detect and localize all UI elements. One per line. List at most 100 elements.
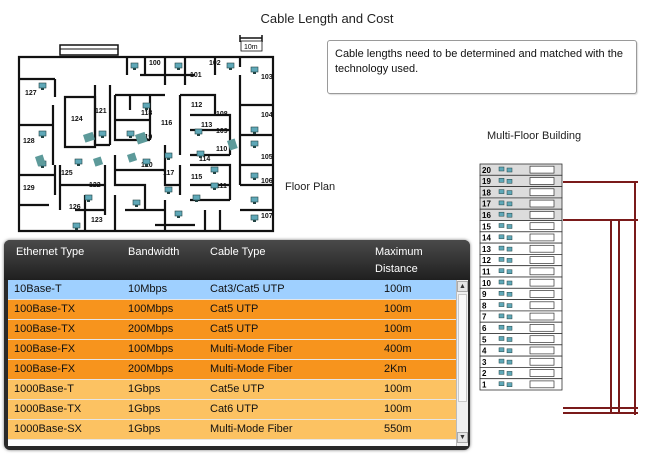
computer-icon <box>498 234 505 240</box>
room-label: 124 <box>71 116 83 123</box>
computer-icon <box>506 201 513 207</box>
cell-type: 10Base-T <box>14 283 62 295</box>
floor-number: 18 <box>482 188 491 197</box>
floor-number: 7 <box>482 313 487 322</box>
floor-row: 20 <box>479 163 563 176</box>
floor-row: 14 <box>479 231 563 244</box>
computer-icon <box>250 214 259 222</box>
computer-icon <box>84 194 93 202</box>
scroll-down-button[interactable]: ▼ <box>457 432 468 443</box>
room-label: 127 <box>25 90 37 97</box>
room-label: 123 <box>91 217 103 224</box>
cell-distance: 100m <box>384 303 412 315</box>
computer-icon <box>506 371 513 376</box>
cell-distance: 100m <box>384 323 412 335</box>
cell-distance: 100m <box>384 283 412 295</box>
page-title: Cable Length and Cost <box>260 11 394 26</box>
floor-row: 11 <box>479 265 563 278</box>
room-label: 102 <box>209 60 221 67</box>
cell-distance: 100m <box>384 403 412 415</box>
info-text: Cable lengths need to be determined and … <box>335 48 624 75</box>
floor-row: 13 <box>479 242 563 255</box>
scale-bar: 10m <box>239 35 263 52</box>
floor-number: 12 <box>482 256 491 265</box>
cell-type: 1000Base-T <box>14 383 74 395</box>
cell-cable: Cat5 UTP <box>210 303 259 315</box>
computer-icon <box>164 186 173 194</box>
computer-icon <box>506 280 513 286</box>
cell-distance: 400m <box>384 343 412 355</box>
floor-row: 5 <box>479 333 563 346</box>
computer-icon <box>142 102 151 110</box>
computer-icon <box>498 166 505 172</box>
floor-number: 19 <box>482 177 491 186</box>
computer-icon <box>74 158 83 166</box>
floor-number: 15 <box>482 222 491 231</box>
floor-number: 2 <box>482 369 487 378</box>
printer-icon <box>92 156 104 167</box>
scroll-up-button[interactable]: ▲ <box>457 281 468 292</box>
cell-type: 1000Base-SX <box>14 423 82 435</box>
computer-icon <box>164 152 173 160</box>
header-bandwidth: Bandwidth <box>128 246 180 258</box>
computer-icon <box>506 258 513 263</box>
floor-row: 9 <box>479 287 563 301</box>
room-label: 118 <box>141 110 152 117</box>
computer-icon <box>498 381 505 386</box>
table-header: Ethernet Type Bandwidth Cable Type Maxim… <box>4 240 470 280</box>
computer-icon <box>250 126 259 134</box>
computer-icon <box>498 200 505 206</box>
floor-row: 1 <box>479 378 563 391</box>
cell-cable: Cat5e UTP <box>210 383 265 395</box>
floor-number: 10 <box>482 279 491 288</box>
cell-type: 100Base-TX <box>14 323 76 335</box>
computer-icon <box>498 245 505 251</box>
floor-plan: 1001011021031041051061071081091101111121… <box>17 44 275 233</box>
computer-icon <box>498 189 505 194</box>
room-label: 106 <box>261 178 273 185</box>
computer-icon <box>506 246 513 252</box>
cell-bandwidth: 1Gbps <box>128 383 161 395</box>
header-ethernet-type: Ethernet Type <box>16 246 85 258</box>
info-box: Cable lengths need to be determined and … <box>327 40 637 94</box>
cell-type: 100Base-TX <box>14 303 76 315</box>
computer-icon <box>132 199 141 207</box>
computer-icon <box>506 292 513 297</box>
floor-row: 2 <box>479 366 563 380</box>
printer-icon <box>83 131 95 143</box>
floor-number: 5 <box>482 335 487 344</box>
computer-icon <box>72 222 81 230</box>
computer-icon <box>506 337 513 342</box>
floor-row: 17 <box>479 197 563 210</box>
room-label: 112 <box>191 102 202 109</box>
computer-icon <box>498 178 505 183</box>
room-label: 125 <box>61 170 73 177</box>
floor-number: 3 <box>482 358 487 367</box>
floor-number: 11 <box>482 268 491 277</box>
scroll-thumb[interactable] <box>458 294 467 402</box>
table-scrollbar[interactable]: ▲ ▼ <box>456 280 468 446</box>
computer-icon <box>142 158 151 166</box>
room-label: 100 <box>149 60 161 67</box>
computer-icon <box>498 291 505 296</box>
room-label: 108 <box>216 111 228 118</box>
room-label: 101 <box>190 72 202 79</box>
computer-icon <box>38 82 47 90</box>
computer-icon <box>506 325 513 331</box>
floor-plan-walls <box>17 44 275 233</box>
cell-distance: 550m <box>384 423 412 435</box>
computer-icon <box>498 268 505 273</box>
computer-icon <box>498 257 505 262</box>
cell-bandwidth: 200Mbps <box>128 323 174 335</box>
floor-number: 17 <box>482 200 491 209</box>
room-label: 114 <box>199 156 210 163</box>
room-label: 110 <box>216 146 227 153</box>
